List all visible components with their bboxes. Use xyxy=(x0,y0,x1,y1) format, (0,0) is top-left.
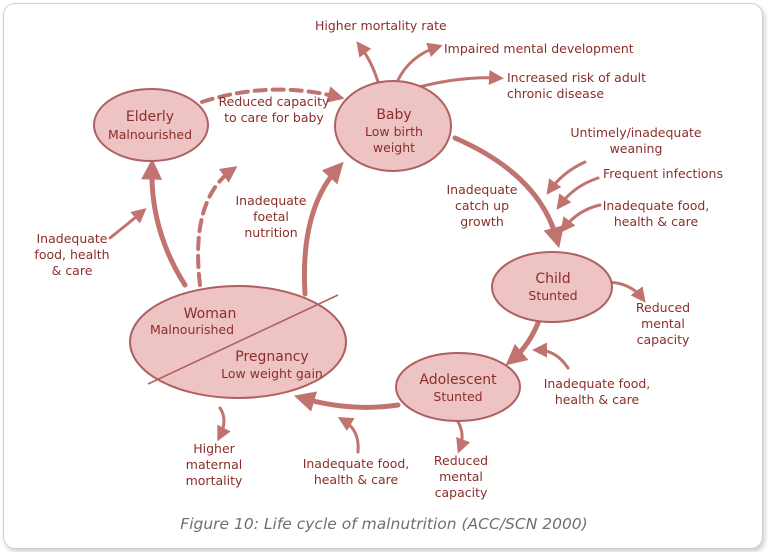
label-maternal-1: Higher xyxy=(193,441,235,456)
arrow-untimely-weaning xyxy=(546,160,587,195)
label-child-inputs-2: health & care xyxy=(614,214,699,229)
arrow-adol-inputs xyxy=(532,342,570,370)
label-higher-mortality: Higher mortality rate xyxy=(315,18,447,33)
label-reduced-adol-1: Reduced xyxy=(434,453,488,468)
label-catch-up-1: Inadequate xyxy=(446,182,517,197)
label-reduced-child-1: Reduced xyxy=(636,300,690,315)
elderly-title: Elderly xyxy=(126,109,174,125)
arrow-bottom-inputs xyxy=(337,416,360,454)
label-foetal-3: nutrition xyxy=(244,225,297,240)
label-reduced-adol-2: mental xyxy=(439,469,483,484)
label-bottom-inputs-1: Inadequate food, xyxy=(303,456,410,471)
label-untimely-1: Untimely/inadequate xyxy=(570,125,701,140)
baby-line2: Low birth xyxy=(365,124,423,139)
label-adol-inputs-1: Inadequate food, xyxy=(544,376,651,391)
label-untimely-2: weaning xyxy=(610,141,663,156)
arrow-adolescent-to-pregnancy xyxy=(293,391,401,412)
label-maternal-3: mortality xyxy=(186,473,243,488)
arrow-adult-risk xyxy=(413,70,504,90)
label-adol-inputs-2: health & care xyxy=(555,392,640,407)
label-elderly-inputs-3: & care xyxy=(52,263,93,278)
label-reduced-care-2: to care for baby xyxy=(224,110,324,125)
child-title: Child xyxy=(535,271,570,287)
label-elderly-inputs-1: Inadequate xyxy=(36,231,107,246)
arrow-child-to-adolescent xyxy=(505,315,543,366)
label-foetal-2: foetal xyxy=(253,209,289,224)
arrow-baby-to-child xyxy=(452,135,564,249)
label-infections: Frequent infections xyxy=(603,166,723,181)
pregnancy-title: Pregnancy xyxy=(235,349,308,365)
baby-node xyxy=(334,80,452,172)
arrow-frequent-infections xyxy=(556,176,600,210)
arrow-woman-to-baby xyxy=(301,161,344,297)
label-reduced-child-2: mental xyxy=(641,316,685,331)
arrow-elderly-inputs xyxy=(108,208,147,240)
arrow-foetal-dashed xyxy=(196,166,238,287)
woman-pregnancy-divider xyxy=(147,294,339,385)
label-child-inputs-1: Inadequate food, xyxy=(603,198,710,213)
arrow-maternal-mortality xyxy=(217,406,231,442)
label-catch-up-3: growth xyxy=(460,214,504,229)
adolescent-title: Adolescent xyxy=(419,372,497,388)
arrow-woman-to-elderly xyxy=(141,158,188,288)
adolescent-subtitle: Stunted xyxy=(433,389,482,404)
child-node xyxy=(491,251,613,323)
arrow-higher-mortality xyxy=(356,41,380,84)
baby-line3: weight xyxy=(373,140,415,155)
woman-title: Woman xyxy=(184,306,237,322)
arrow-impaired-mental xyxy=(396,42,443,82)
label-reduced-care-1: Reduced capacity xyxy=(219,94,331,109)
adolescent-node xyxy=(395,352,521,422)
label-bottom-inputs-2: health & care xyxy=(314,472,399,487)
label-elderly-inputs-2: food, health xyxy=(34,247,109,262)
label-reduced-child-3: capacity xyxy=(637,332,690,347)
label-adult-risk-2: chronic disease xyxy=(507,86,604,101)
label-reduced-adol-3: capacity xyxy=(435,485,488,500)
figure-caption: Figure 10: Life cycle of malnutrition (A… xyxy=(180,515,588,533)
baby-title: Baby xyxy=(376,107,411,123)
arrow-child-inputs xyxy=(560,203,602,233)
elderly-subtitle: Malnourished xyxy=(108,127,192,142)
woman-subtitle: Malnourished xyxy=(150,322,234,337)
label-catch-up-2: catch up xyxy=(455,198,509,213)
pregnancy-subtitle: Low weight gain xyxy=(221,366,323,381)
label-impaired-mental: Impaired mental development xyxy=(444,41,634,56)
child-subtitle: Stunted xyxy=(528,288,577,303)
label-maternal-2: maternal xyxy=(186,457,242,472)
elderly-node xyxy=(93,88,209,162)
label-foetal-1: Inadequate xyxy=(235,193,306,208)
label-adult-risk-1: Increased risk of adult xyxy=(507,70,646,85)
